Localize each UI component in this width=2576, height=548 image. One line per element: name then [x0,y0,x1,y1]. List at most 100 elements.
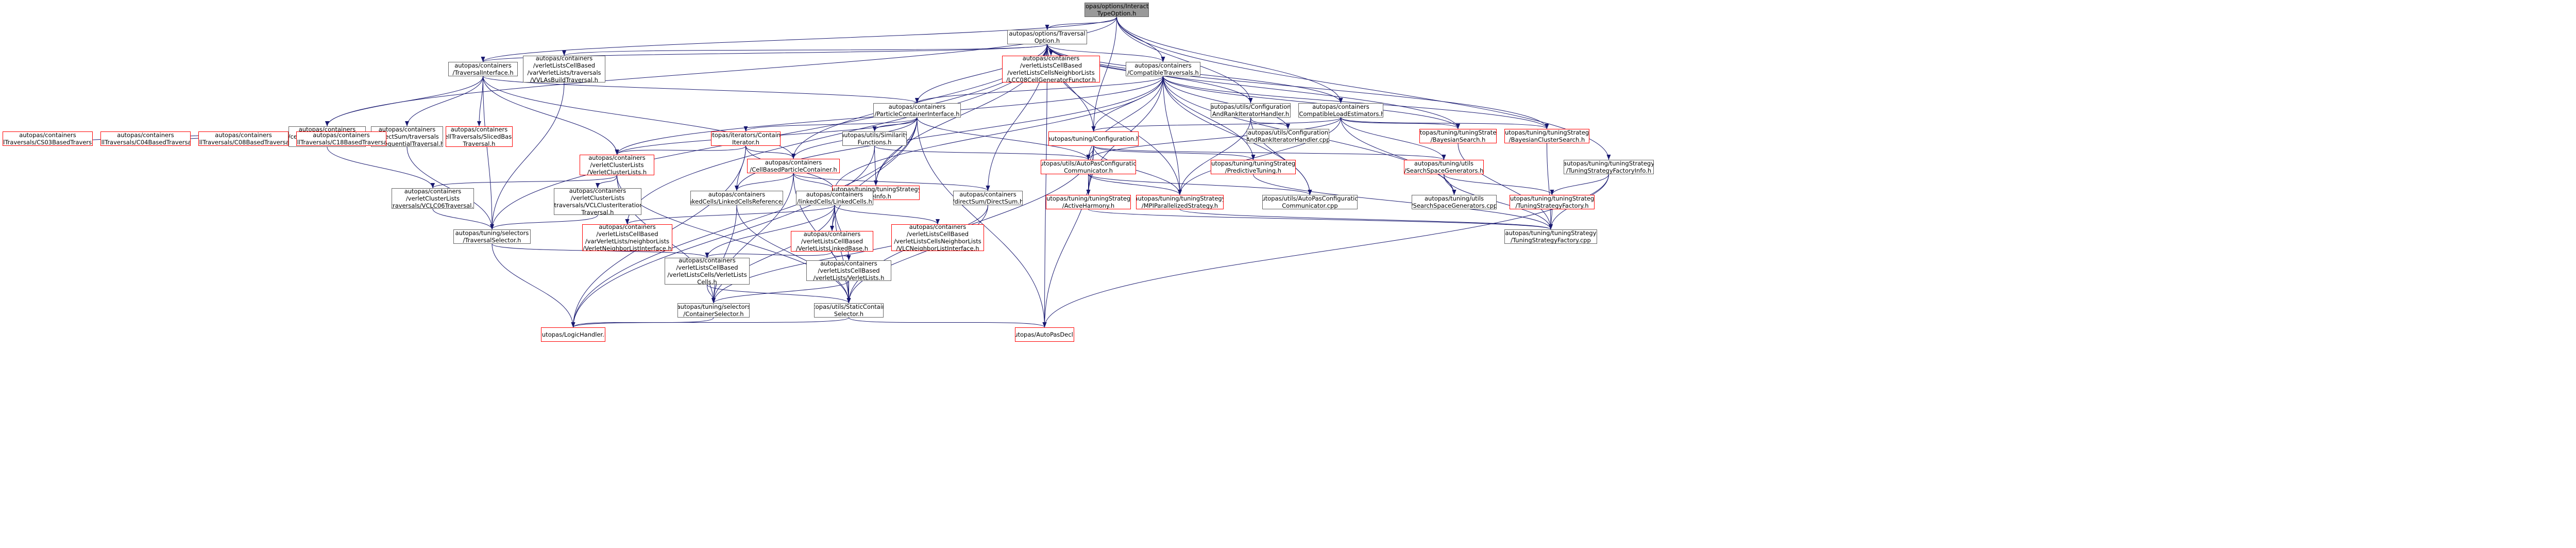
node-label-line: /traversals/VCLC06Traversal.h [392,202,474,209]
graph-node-cs03-based-traversal[interactable]: autopas/containers/cellTraversals/CS03Ba… [3,131,93,146]
node-label-line: autopas/tuning/tuningStrategy [1510,195,1595,202]
dependency-edge [1163,76,1549,129]
node-label-line: autopas/options/Traversal [1009,30,1086,37]
graph-node-static-container-selector[interactable]: autopas/utils/StaticContainerSelector.h [814,303,884,318]
node-label-line: autopas/containers [599,224,656,230]
graph-node-verlet-cluster-lists[interactable]: autopas/containers/verletClusterLists/Ve… [580,155,654,175]
node-label-line: /CompatibleLoadEstimators.h [1298,110,1383,118]
graph-node-linked-cells[interactable]: autopas/containers/linkedCells/LinkedCel… [796,191,873,205]
node-label-line: autopas/tuning/tuningStrategy [1211,160,1296,167]
graph-node-logic-handler[interactable]: autopas/LogicHandler.h [541,327,605,342]
node-label-line: autopas/containers [378,126,436,133]
graph-node-vcl-c06-traversal[interactable]: autopas/containers/verletClusterLists/tr… [392,188,474,209]
dependency-edge [596,175,617,189]
graph-node-container-iterator[interactable]: autopas/iterators/ContainerIterator.h [711,131,781,146]
graph-node-direct-sum[interactable]: autopas/containers/directSum/DirectSum.h [953,191,1023,205]
node-label-line: autopas/containers [454,62,512,69]
dependency-edge [1163,76,1182,195]
graph-node-c08-based-traversal[interactable]: autopas/containers/cellTraversals/C08Bas… [198,131,289,146]
dependency-edge [625,205,835,225]
graph-node-verlet-lists-linked-base[interactable]: autopas/containers/verletListsCellBased/… [791,231,873,252]
dependency-edge [745,145,795,159]
node-label-line: /verletListsCellBased [906,230,969,238]
dependency-edge [1116,16,1253,104]
graph-node-tuning-strategy-factory-info[interactable]: autopas/tuning/tuningStrategy/TuningStra… [1564,160,1654,174]
graph-node-compatible-traversals[interactable]: autopas/containers/CompatibleTraversals.… [1126,62,1200,76]
graph-node-particle-container-interface[interactable]: autopas/containers/ParticleContainerInte… [873,103,961,118]
node-label-line: /cellTraversals/C04BasedTraversal.h [101,139,190,146]
dependency-edge [1550,174,1609,195]
graph-node-tuning-strategy-factory-cpp[interactable]: autopas/tuning/tuningStrategy/TuningStra… [1504,229,1597,244]
node-label-line: /SearchSpaceGenerators.h [1404,167,1484,174]
graph-node-linked-cells-references[interactable]: autopas/containers/linkedCells/LinkedCel… [690,191,783,205]
node-label-line: autopas/tuning/tuningStrategy [1505,229,1597,237]
dependency-edge [327,146,435,189]
dependency-edge [1091,117,1341,132]
dependency-edge [1093,145,1182,195]
dependency-edge [1088,209,1553,230]
graph-node-verlet-lists[interactable]: autopas/containers/verletListsCellBased/… [806,260,891,281]
graph-node-c18-based-traversal[interactable]: autopas/containers/cellTraversals/C18Bas… [296,131,386,146]
dependency-edge [849,317,1047,328]
graph-node-cell-based-particle-container[interactable]: autopas/containers/CellBasedParticleCont… [747,159,840,173]
dependency-edge [1341,117,1549,129]
graph-node-traversal-interface[interactable]: autopas/containers/TraversalInterface.h [448,62,518,76]
graph-node-sliced-based-traversal[interactable]: autopas/containers/cellTraversals/Sliced… [446,126,513,147]
node-label-line: /SearchSpaceGenerators.cpp [1412,202,1497,209]
graph-node-lcc08-cell-generator-functor[interactable]: autopas/containers/verletListsCellBased/… [1002,56,1100,82]
dependency-edge [874,145,1091,160]
node-label-line: autopas/AutoPasDecl.h [1015,331,1074,338]
graph-node-tuning-strategy-factory[interactable]: autopas/tuning/tuningStrategy/TuningStra… [1510,195,1595,209]
graph-node-configuration[interactable]: autopas/tuning/Configuration.h [1048,131,1139,146]
node-label-line: /VerletClusterLists.h [587,169,647,175]
node-label-line: /verletListsCellsNeighborLists [1007,69,1095,76]
node-label-line: /verletListsCellBased [818,267,880,274]
graph-node-autopas-decl[interactable]: autopas/AutoPasDecl.h [1015,327,1074,342]
graph-node-root[interactable]: autopas/options/InteractionTypeOption.h [1084,3,1149,17]
node-label-line: /TraversalSelector.h [463,237,521,244]
node-label-line: /MPIParallelizedStrategy.h [1141,202,1218,209]
dependency-edge [1047,44,1549,129]
graph-node-verlet-lists-cells[interactable]: autopas/containers/verletListsCellBased/… [665,258,750,285]
dependency-edge [873,145,878,186]
graph-node-predictive-tuning[interactable]: autopas/tuning/tuningStrategy/Predictive… [1211,160,1296,174]
graph-node-vlc-neighbor-list-interface[interactable]: autopas/containers/verletListsCellBased/… [891,224,984,251]
graph-node-verlet-neighbor-list-interface[interactable]: autopas/containers/verletListsCellBased/… [582,224,672,251]
graph-node-vvl-asbuild-traversal[interactable]: autopas/containers/verletListsCellBased/… [523,56,605,82]
graph-node-bayesian-cluster-search[interactable]: autopas/tuning/tuningStrategy/BayesianCl… [1504,129,1589,143]
dependency-edge [432,208,494,230]
node-label-line: autopas/containers [803,231,861,238]
graph-node-c04-based-traversal[interactable]: autopas/containers/cellTraversals/C04Bas… [100,131,191,146]
node-label-line: autopas/utils/Similarity [842,131,907,139]
node-label-line: autopas/tuning/utils [1414,160,1474,167]
graph-node-traversal-selector[interactable]: autopas/tuning/selectors/TraversalSelect… [453,229,531,244]
dependency-edge [325,76,483,127]
graph-node-search-space-generators[interactable]: autopas/tuning/utils/SearchSpaceGenerato… [1404,160,1484,174]
node-label-line: /TuningStrategyFactory.cpp [1511,237,1591,244]
node-label-line: Communicator.h [1064,167,1113,174]
dependency-edge [834,205,940,225]
graph-node-vcl-cluster-iteration-traversal[interactable]: autopas/containers/verletClusterLists/tr… [554,188,641,215]
node-label-line: autopas/containers [404,188,462,195]
node-label-line: /VVLAsBuildTraversal.h [530,76,598,82]
graph-node-container-selector[interactable]: autopas/tuning/selectors/ContainerSelect… [677,303,750,318]
graph-node-bayesian-search[interactable]: autopas/tuning/tuningStrategy/BayesianSe… [1419,129,1497,143]
node-label-line: /DSSequentialTraversal.h [371,140,443,147]
graph-node-mpi-parallelized-strategy[interactable]: autopas/tuning/tuningStrategy/MPIParalle… [1136,195,1224,209]
node-label-line: /verletListsCellBased [533,62,596,69]
graph-node-ds-sequential-traversal[interactable]: autopas/containers/directSum/traversals/… [371,126,443,147]
node-label-line: autopas/utils/AutoPasConfiguration [1041,160,1136,167]
node-label-line: /directSum/traversals [375,133,439,140]
graph-node-search-space-generators-cpp[interactable]: autopas/tuning/utils/SearchSpaceGenerato… [1412,195,1497,209]
node-label-line: /traversals/VCLClusterIteration [554,202,641,209]
graph-node-active-harmony[interactable]: autopas/tuning/tuningStrategy/ActiveHarm… [1046,195,1131,209]
graph-node-compatible-load-estimators[interactable]: autopas/containers/CompatibleLoadEstimat… [1298,103,1383,118]
dependency-edge [705,251,833,258]
